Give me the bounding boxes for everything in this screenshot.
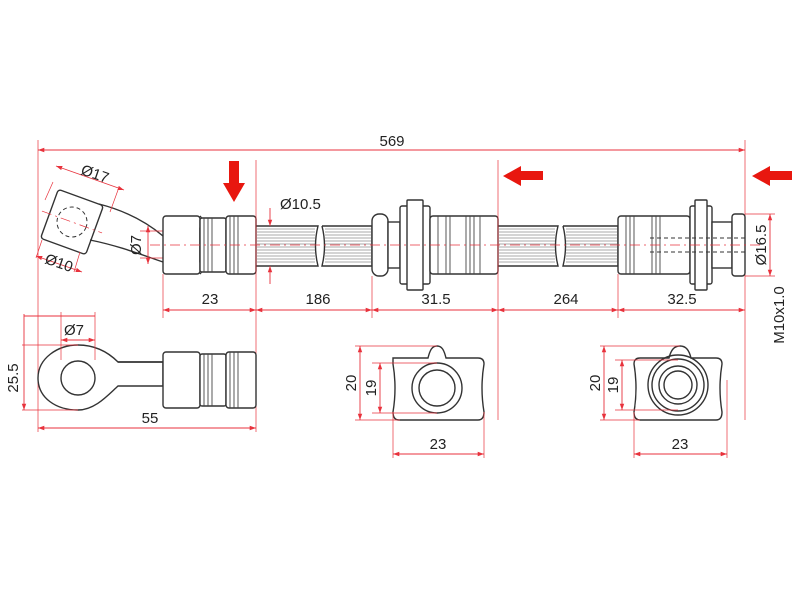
banjo-outer-diameter-label: Ø17	[79, 162, 111, 187]
right-fitting-length-label: 32.5	[667, 291, 696, 308]
middle-bracket-width-label: 23	[430, 436, 447, 453]
end-bracket-inner-height-label: 19	[605, 377, 622, 394]
banjo-assembly-length-dimension: 55	[38, 410, 256, 431]
flow-arrow-left-icon	[752, 166, 792, 186]
fitting-length-dimensions: 23 186 31.5 264 32.5	[162, 160, 745, 432]
banjo-outer-diameter-dimension: Ø17	[44, 162, 125, 213]
middle-bracket-dimensions: 20 19 23	[343, 345, 485, 458]
end-diameter-label: Ø16.5	[753, 225, 770, 266]
banjo-bore-diameter-label: Ø10	[43, 251, 75, 276]
middle-bracket-inner-height-label: 19	[363, 380, 380, 397]
hose-segment-1-label: 186	[305, 291, 330, 308]
hose-segment-1	[256, 225, 373, 267]
pipe-diameter-dimension: Ø7	[128, 226, 163, 264]
end-bracket-width-label: 23	[672, 436, 689, 453]
banjo-height-dimension: 25.5	[5, 314, 78, 411]
pipe-diameter-label: Ø7	[128, 235, 145, 255]
banjo-side-view	[37, 344, 257, 411]
overall-length-label: 569	[379, 133, 404, 150]
middle-bracket-outer-height-label: 20	[343, 375, 360, 392]
end-bracket-outer-height-label: 20	[587, 375, 604, 392]
banjo-side-bore-label: Ø7	[64, 322, 84, 339]
left-fitting-length-label: 23	[202, 291, 219, 308]
banjo-height-label: 25.5	[5, 363, 22, 392]
hose-segment-2	[498, 225, 619, 267]
hose-diameter-dimension: Ø10.5	[267, 196, 321, 284]
middle-fitting-length-label: 31.5	[421, 291, 450, 308]
flow-arrow-left-icon	[503, 166, 543, 186]
hose-diameter-label: Ø10.5	[280, 196, 321, 213]
end-diameter-dimension: Ø16.5	[745, 213, 775, 277]
banjo-side-bore-dimension: Ø7	[24, 312, 96, 360]
hose-segment-2-label: 264	[553, 291, 578, 308]
banjo-fitting-top	[40, 189, 164, 263]
banjo-assembly-length-label: 55	[142, 410, 159, 427]
end-bracket-front-view	[633, 345, 723, 421]
middle-bracket-front-view	[392, 345, 485, 421]
flow-arrow-down-icon	[223, 161, 245, 202]
end-bracket-dimensions: 20 19 23	[587, 345, 728, 458]
thread-label: M10x1.0	[771, 286, 788, 344]
